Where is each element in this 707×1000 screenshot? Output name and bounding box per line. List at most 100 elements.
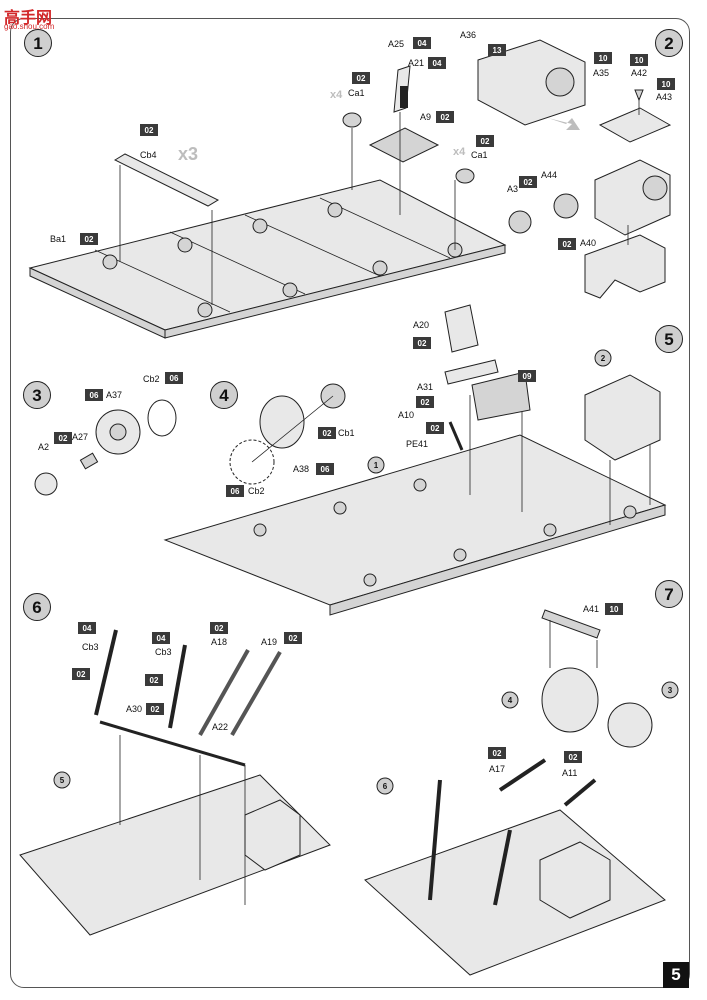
label-cb3-left: Cb3 [82, 642, 99, 652]
svg-text:13: 13 [493, 46, 502, 55]
ref-step7-4: 4 [501, 691, 519, 709]
step7-assembly [364, 609, 666, 976]
label-cb3-right: Cb3 [155, 647, 172, 657]
label-a37: A37 [106, 390, 122, 400]
sprue-rod-left: 02 [72, 668, 90, 680]
svg-text:02: 02 [569, 753, 578, 762]
part-a11 [563, 778, 597, 807]
svg-text:02: 02 [145, 126, 154, 135]
svg-text:02: 02 [215, 624, 224, 633]
part-a18 [198, 649, 250, 736]
sprue-a38: 06 [316, 463, 334, 475]
label-a20: A20 [413, 320, 429, 330]
label-a2: A2 [38, 442, 49, 452]
label-cb1: Cb1 [338, 428, 355, 438]
step1-assembly [28, 65, 507, 339]
sprue-cb4: 02 [140, 124, 158, 136]
label-a38: A38 [293, 464, 309, 474]
sprue-cb3-left: 04 [78, 622, 96, 634]
svg-text:02: 02 [563, 240, 572, 249]
sprue-a18: 02 [210, 622, 228, 634]
svg-text:04: 04 [83, 624, 92, 633]
sprue-cb2-step4: 06 [226, 485, 244, 497]
label-a44: A44 [541, 170, 557, 180]
step6-assembly [19, 629, 331, 936]
part-a17 [498, 758, 547, 792]
label-a10: A10 [398, 410, 414, 420]
ring-cb2-step4 [229, 439, 275, 485]
svg-text:04: 04 [433, 59, 442, 68]
label-a11: A11 [562, 768, 577, 778]
sprue-a37: 06 [85, 389, 103, 401]
part-a20 [444, 304, 479, 353]
ref-step6-5: 5 [53, 771, 71, 789]
svg-text:02: 02 [85, 235, 94, 244]
step-badge-4: 4 [210, 381, 238, 409]
sprue-cb2-step3: 06 [165, 372, 183, 384]
gearbox-step7 [539, 841, 611, 919]
part-a38 [259, 395, 305, 449]
label-ba1: Ba1 [50, 234, 66, 244]
bar-cb4 [113, 153, 220, 207]
part-a31 [444, 359, 499, 385]
label-a30: A30 [126, 704, 142, 714]
label-a17: A17 [489, 764, 505, 774]
sprue-a43: 10 [657, 78, 675, 90]
step-badge-2: 2 [655, 29, 683, 57]
svg-text:4: 4 [508, 696, 513, 705]
label-a21: A21 [408, 58, 424, 68]
sprue-a9: 02 [436, 111, 454, 123]
label-ca1-left: Ca1 [348, 88, 365, 98]
sprue-a27: 02 [54, 432, 72, 444]
step-badge-5: 5 [655, 325, 683, 353]
svg-text:02: 02 [441, 113, 450, 122]
label-a35: A35 [593, 68, 609, 78]
label-a27: A27 [72, 432, 88, 442]
page-number: 5 [663, 962, 689, 988]
labels: Ba1 Cb4 Ca1 Ca1 A25 A21 A9 A36 A35 A42 A… [38, 30, 672, 778]
step-badge-6: 6 [23, 593, 51, 621]
part-a19 [230, 650, 282, 737]
sprue-a40: 02 [558, 238, 576, 250]
sprue-a30: 02 [146, 703, 164, 715]
part-a43 [598, 107, 672, 143]
svg-text:02: 02 [431, 424, 440, 433]
sprue-a19: 02 [284, 632, 302, 644]
sprue-ca1-left: 02 [352, 72, 370, 84]
part-a41 [541, 609, 601, 639]
step4-assembly [229, 383, 346, 485]
svg-text:02: 02 [150, 676, 159, 685]
watermark-url: gao.shou.com [4, 22, 55, 31]
label-a22: A22 [212, 722, 228, 732]
lever-left [94, 629, 118, 716]
sprue-a35: 10 [594, 52, 612, 64]
part-ca1-left [342, 112, 362, 128]
svg-text:6: 6 [383, 782, 388, 791]
step3-assembly [34, 399, 177, 496]
sprue-a36: 13 [488, 44, 506, 56]
label-a36: A36 [460, 30, 476, 40]
sprue-a41: 10 [605, 603, 623, 615]
sprue-cb3-right: 04 [152, 632, 170, 644]
svg-text:02: 02 [289, 634, 298, 643]
label-ca1-right: Ca1 [471, 150, 488, 160]
multiplier-ca1-left: x4 [330, 89, 343, 101]
svg-text:02: 02 [493, 749, 502, 758]
label-pe41: PE41 [406, 439, 428, 449]
sprue-a42: 10 [630, 54, 648, 66]
page-frame [10, 18, 690, 988]
ref-step7-3: 3 [661, 681, 679, 699]
ref-step5-1: 1 [367, 456, 385, 474]
svg-text:10: 10 [662, 80, 671, 89]
sprue-ba1: 02 [80, 233, 98, 245]
svg-text:02: 02 [77, 670, 86, 679]
sprue-a10: 02 [426, 422, 444, 434]
sprue-cb1: 02 [318, 427, 336, 439]
sprue-a21: 04 [428, 57, 446, 69]
part-a40 [584, 234, 666, 299]
step-badge-1: 1 [24, 29, 52, 57]
label-a31: A31 [417, 382, 433, 392]
sprue-a17: 02 [488, 747, 506, 759]
svg-text:06: 06 [321, 465, 330, 474]
